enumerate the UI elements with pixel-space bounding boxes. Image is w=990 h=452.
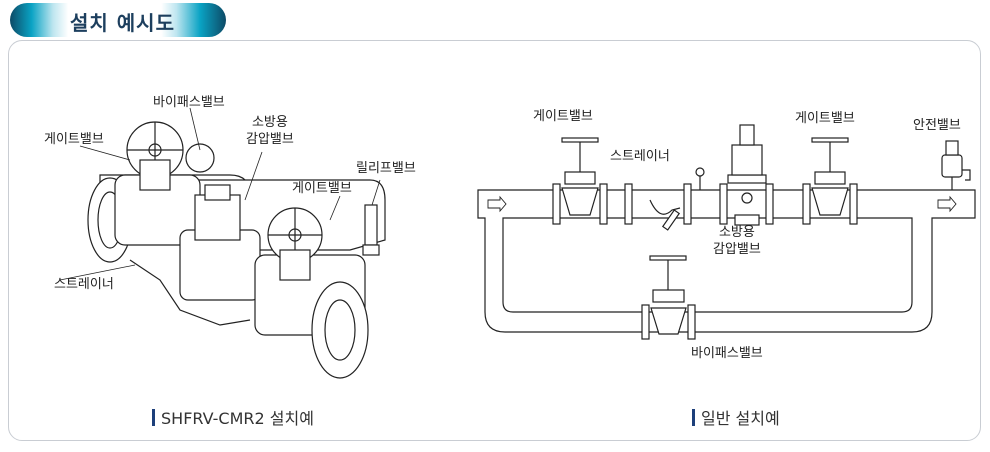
left-caption-text: SHFRV-CMR2 설치예: [161, 409, 314, 428]
right-label-prv-line2: 감압밸브: [713, 242, 761, 257]
right-label-bypass-valve: 바이패스밸브: [691, 346, 763, 361]
section-title: 설치 예시도: [70, 11, 175, 35]
gate-valve-2-drawing: [802, 137, 858, 225]
right-caption-text: 일반 설치예: [701, 409, 780, 428]
left-label-strainer: 스트레이너: [54, 277, 114, 292]
left-label-gate-valve-2: 게이트밸브: [292, 181, 352, 196]
shfrv-assembly-illustration: [59, 107, 386, 379]
right-label-strainer: 스트레이너: [610, 149, 670, 164]
bypass-valve-drawing: [641, 255, 696, 340]
gate-valve-1-drawing: [552, 137, 608, 225]
pressure-reducing-valve-drawing: [719, 124, 774, 226]
general-installation-illustration: [477, 124, 976, 340]
right-label-safety-valve: 안전밸브: [913, 118, 961, 133]
left-label-bypass-valve: 바이패스밸브: [153, 95, 225, 110]
left-label-prv-line2: 감압밸브: [246, 132, 294, 147]
caption-bar: [692, 408, 695, 426]
content-panel: [8, 40, 981, 441]
right-label-prv: 소방용 감압밸브: [713, 224, 761, 258]
left-label-prv: 소방용 감압밸브: [246, 114, 294, 148]
safety-valve-drawing: [941, 140, 971, 190]
caption-bar: [152, 408, 155, 426]
section-header: 설치 예시도: [10, 3, 226, 37]
left-caption: SHFRV-CMR2 설치예: [152, 405, 314, 429]
left-label-gate-valve-1: 게이트밸브: [44, 132, 104, 147]
right-label-gate-valve-1: 게이트밸브: [533, 109, 593, 124]
right-label-gate-valve-2: 게이트밸브: [795, 111, 855, 126]
strainer-drawing: [624, 167, 705, 231]
right-caption: 일반 설치예: [692, 405, 780, 429]
right-label-prv-line1: 소방용: [718, 225, 755, 240]
left-label-relief-valve: 릴리프밸브: [356, 161, 416, 176]
left-label-prv-line1: 소방용: [251, 115, 288, 130]
